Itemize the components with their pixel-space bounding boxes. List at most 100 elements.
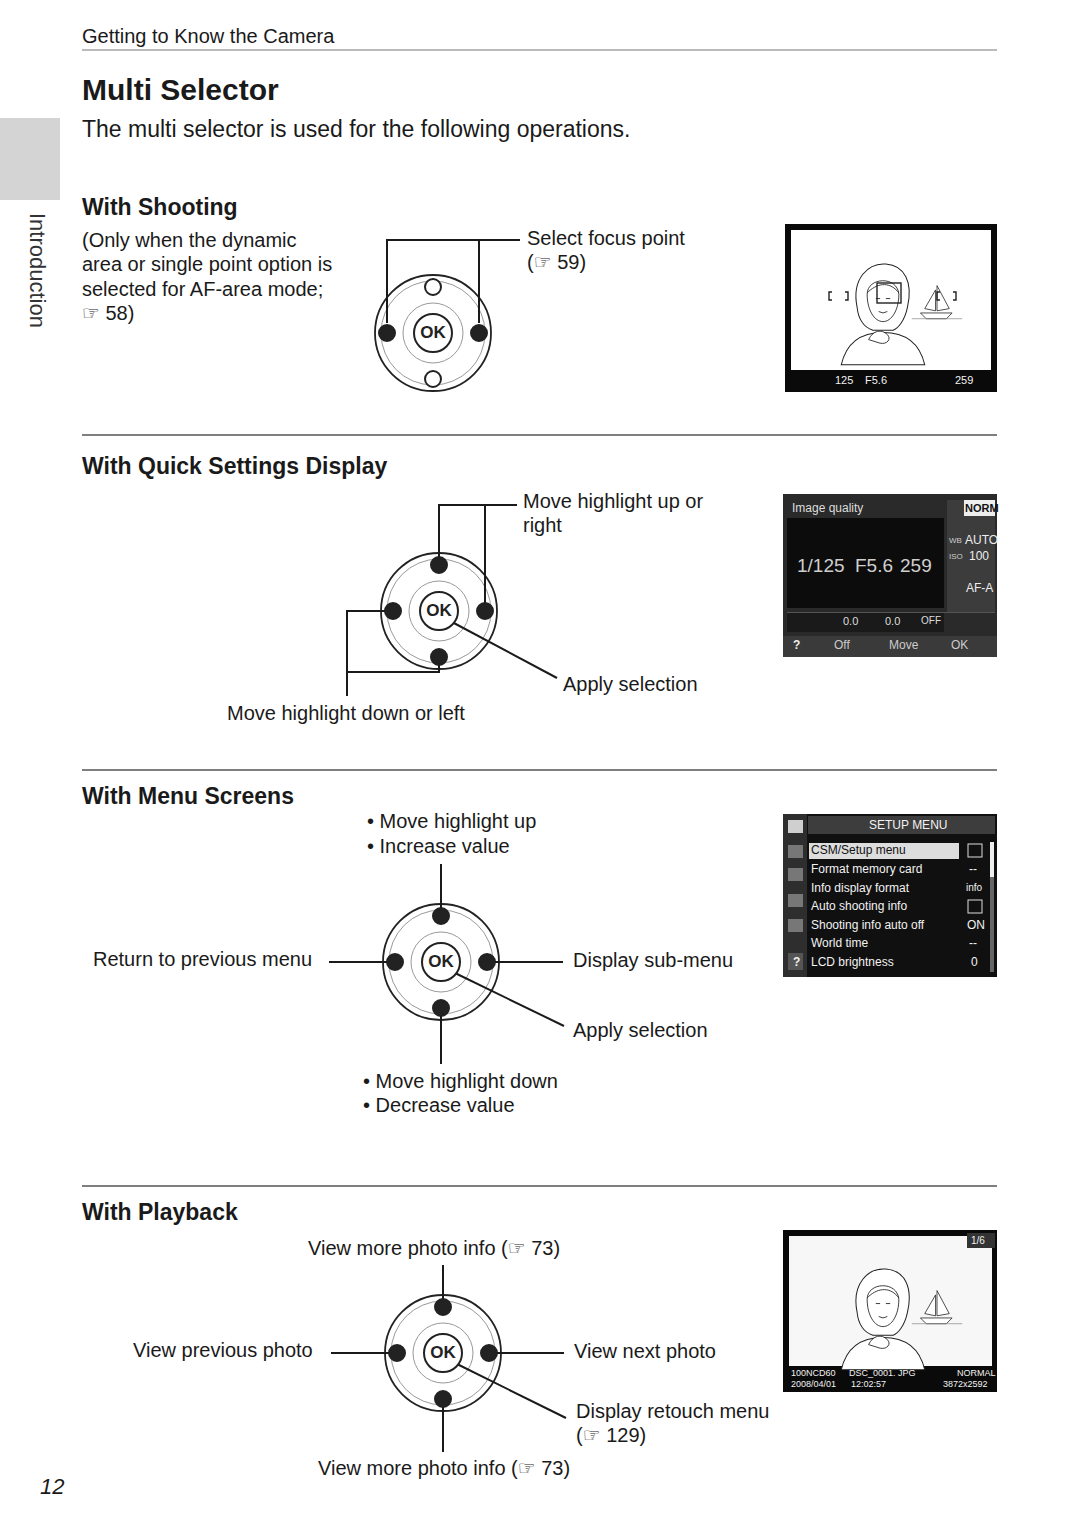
- leader-line: [347, 611, 385, 696]
- viewfinder-screen: [785, 224, 997, 392]
- callout-label: • Move highlight down: [363, 1069, 558, 1093]
- callout-label: (Only when the dynamic area or single po…: [82, 228, 340, 326]
- section-tab: [0, 118, 60, 200]
- ok-button: OK: [421, 942, 461, 982]
- section-rule: [82, 434, 997, 435]
- section-heading: With Playback: [82, 1198, 238, 1226]
- camera-screen: Image qualityNORMWBAUTOISO100AF-A1/125F5…: [783, 494, 997, 657]
- direction-pad: [431, 649, 447, 665]
- callout-label: • Move highlight up: [367, 809, 536, 833]
- leader-line: [440, 864, 442, 908]
- leader-line: [439, 505, 517, 557]
- section-rule: [82, 1185, 997, 1186]
- leader-line: [478, 240, 480, 323]
- section-heading: With Shooting: [82, 193, 238, 221]
- callout-label: Apply selection: [573, 1018, 708, 1042]
- screen-text: 3872x2592: [943, 1380, 988, 1390]
- screen-text: F5.6: [865, 374, 887, 386]
- screen-text: F5.6: [855, 556, 893, 577]
- direction-pad: [471, 325, 487, 341]
- camera-screen: SETUP MENUCSM/Setup menuFormat memory ca…: [783, 814, 997, 977]
- screen-text: 259: [900, 556, 932, 577]
- callout-label: Display retouch menu (☞ 129): [576, 1399, 796, 1448]
- direction-pad: [425, 279, 441, 295]
- screen-text: Auto shooting info: [811, 900, 907, 913]
- multi-selector: [385, 1295, 501, 1411]
- camera-screen: 125 F5.6 259: [785, 224, 997, 392]
- callout-label: Apply selection: [563, 672, 698, 696]
- screen-text: CSM/Setup menu: [811, 844, 906, 857]
- leader-line: [484, 505, 486, 603]
- screen-text: --: [969, 863, 977, 876]
- leader-line: [387, 240, 520, 323]
- screen-text: OK: [951, 639, 968, 652]
- screen-text: ?: [793, 956, 800, 969]
- screen-text: 259: [955, 374, 973, 386]
- screen-text: Off: [834, 639, 850, 652]
- leader-line: [455, 973, 564, 1026]
- direction-pad: [481, 1345, 497, 1361]
- screen-text: info: [966, 882, 982, 893]
- button-label: OK: [420, 324, 446, 343]
- screen-text: SETUP MENU: [869, 819, 947, 832]
- screen-text: Move: [889, 639, 918, 652]
- multi-selector: [375, 275, 491, 391]
- screen-text: 0: [971, 956, 978, 969]
- callout-label: View next photo: [574, 1339, 716, 1363]
- screen-text: 125: [835, 374, 853, 386]
- leader-line: [442, 1265, 444, 1299]
- callout-label: • Decrease value: [363, 1093, 515, 1117]
- header-rule: [82, 49, 997, 50]
- screen-text: 1/125: [797, 556, 845, 577]
- direction-pad: [435, 1391, 451, 1407]
- screen-text: NORMAL: [957, 1369, 996, 1379]
- leader-line: [329, 961, 387, 963]
- callout-label: View more photo info (☞ 73): [308, 1236, 560, 1260]
- focus-brackets: [829, 283, 956, 303]
- screen-text: 100: [969, 550, 989, 563]
- screen-text: OFF: [921, 615, 941, 626]
- screen-text: Info display format: [811, 882, 909, 895]
- callout-label: View more photo info (☞ 73): [318, 1456, 570, 1480]
- multi-selector: [383, 904, 499, 1020]
- screen-text: Image quality: [792, 502, 863, 515]
- screen-text: AF-A: [966, 582, 993, 595]
- direction-pad: [425, 371, 441, 387]
- section-heading: With Menu Screens: [82, 782, 294, 810]
- callout-label: Getting to Know the Camera: [82, 24, 334, 48]
- screen-text: World time: [811, 937, 868, 950]
- page-number: 12: [40, 1474, 64, 1501]
- direction-pad: [477, 603, 493, 619]
- setup-menu-screen: [783, 814, 997, 977]
- section-rule: [82, 769, 997, 770]
- quick-settings-screen: [783, 494, 997, 657]
- leader-line: [495, 961, 563, 963]
- screen-text: LCD brightness: [811, 956, 894, 969]
- ok-button: OK: [423, 1333, 463, 1373]
- direction-pad: [433, 1000, 449, 1016]
- direction-pad: [479, 954, 495, 970]
- ok-button: OK: [413, 313, 453, 353]
- direction-pad: [433, 908, 449, 924]
- screen-text: DSC_0001. JPG: [849, 1369, 916, 1379]
- leader-line: [457, 1364, 566, 1418]
- multi-selector: [381, 553, 497, 669]
- screen-text: 1/6: [971, 1235, 985, 1246]
- callout-label: Move highlight down or left: [227, 701, 465, 725]
- screen-text: 12:02:57: [851, 1380, 886, 1390]
- direction-pad: [435, 1299, 451, 1315]
- screen-text: --: [969, 937, 977, 950]
- leader-line: [347, 665, 439, 672]
- direction-pad: [389, 1345, 405, 1361]
- screen-text: ?: [793, 639, 800, 652]
- screen-text: AUTO: [965, 534, 998, 547]
- screen-text: 0.0: [885, 615, 900, 627]
- button-label: OK: [428, 953, 454, 972]
- callout-label: Return to previous menu: [93, 947, 312, 971]
- direction-pad: [387, 954, 403, 970]
- callout-label: View previous photo: [133, 1338, 313, 1362]
- callout-label: Move highlight up or right: [523, 489, 708, 538]
- leader-lines: [329, 240, 566, 1452]
- callout-label: Display sub-menu: [573, 948, 733, 972]
